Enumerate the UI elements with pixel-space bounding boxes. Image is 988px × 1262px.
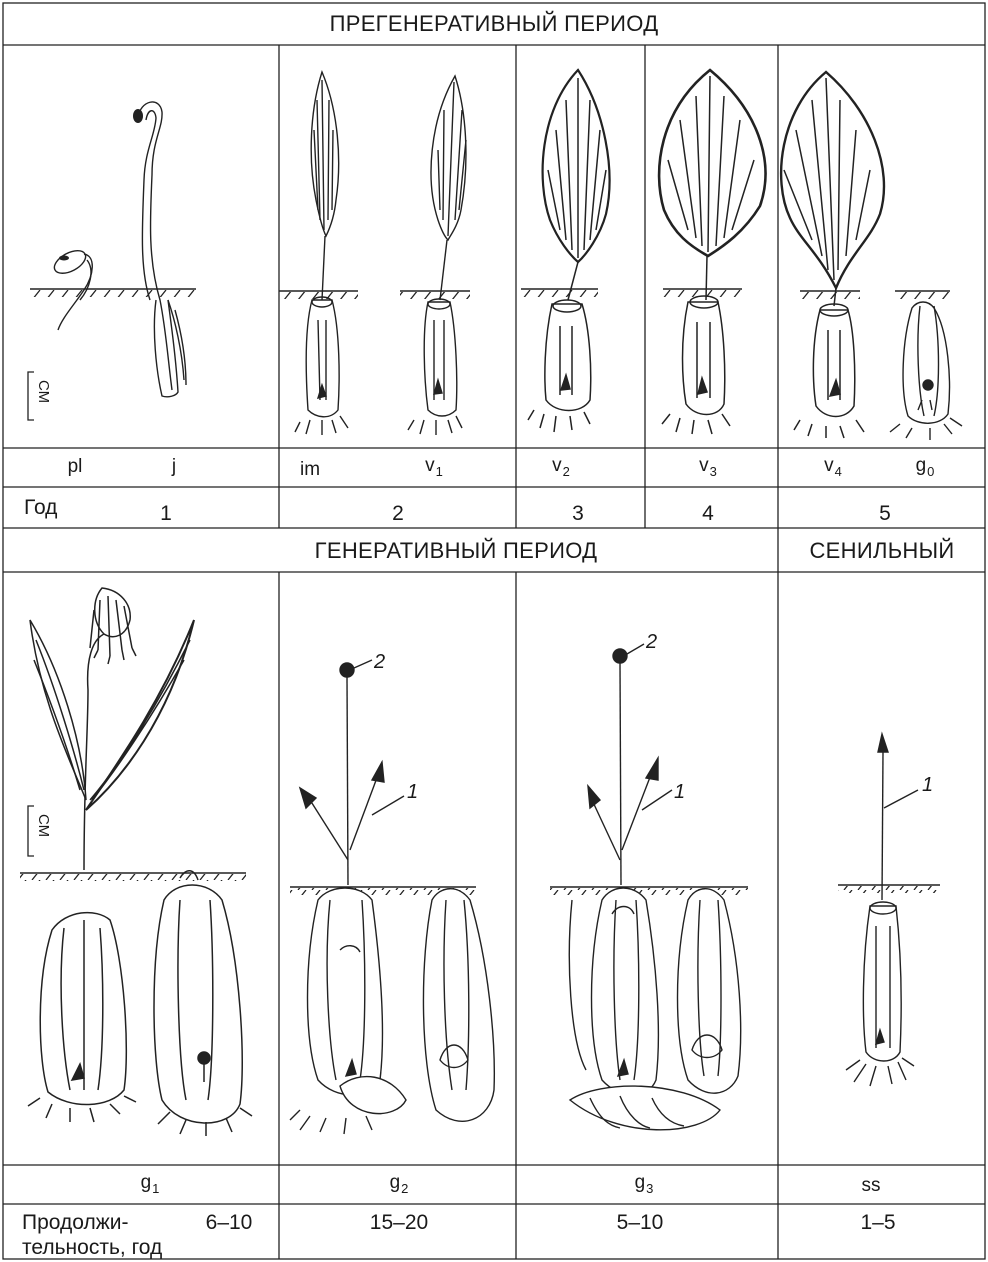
plant-im: [295, 72, 348, 435]
header-pregenerative: ПРЕГЕНЕРАТИВНЫЙ ПЕРИОД: [330, 13, 659, 35]
stage-label-pl: pl: [68, 457, 83, 476]
year-value-4: 4: [702, 503, 714, 524]
stage-label-im: im: [300, 460, 320, 479]
seedling-pl: [51, 246, 93, 330]
scale-bar-bottom: [28, 806, 34, 856]
plant-v3: [659, 70, 765, 434]
plant-v2: [528, 70, 610, 432]
year-value-1: 1: [160, 503, 172, 524]
annotation-1-ss: 1: [922, 775, 933, 795]
stage-label-v2: v2: [552, 456, 570, 475]
plant-g1: [28, 588, 252, 1136]
stage-label-v1: v1: [425, 456, 443, 475]
plant-g2: [290, 660, 494, 1134]
stage-label-j: j: [172, 457, 176, 476]
duration-value-ss: 1–5: [860, 1212, 895, 1233]
stage-label-g2: g2: [390, 1173, 409, 1192]
duration-value-g1: 6–10: [206, 1212, 253, 1233]
seedling-j: [133, 102, 186, 397]
duration-value-g3: 5–10: [617, 1212, 664, 1233]
annotation-2-g2: 2: [374, 652, 385, 672]
stage-label-g3: g3: [635, 1173, 654, 1192]
stage-label-g0: g0: [916, 456, 935, 475]
header-generative: ГЕНЕРАТИВНЫЙ ПЕРИОД: [315, 540, 598, 562]
plant-v4: [781, 72, 884, 438]
plant-g0: [890, 302, 962, 440]
year-value-2: 2: [392, 503, 404, 524]
duration-label-line1: Продолжи-: [22, 1212, 129, 1233]
scale-bar-top: [28, 372, 34, 420]
year-label: Год: [24, 497, 57, 518]
year-value-5: 5: [879, 503, 891, 524]
scale-label-top: СМ: [36, 380, 51, 403]
soil-lines-bottom: [20, 873, 940, 895]
annotation-2-g3: 2: [646, 632, 657, 652]
plant-ss: [846, 734, 918, 1086]
stage-label-v4: v4: [824, 456, 842, 475]
stage-label-g1: g1: [141, 1173, 160, 1192]
duration-value-g2: 15–20: [370, 1212, 428, 1233]
year-value-3: 3: [572, 503, 584, 524]
header-senile: СЕНИЛЬНЫЙ: [809, 540, 954, 562]
plant-v1: [408, 76, 466, 435]
stage-label-v3: v3: [699, 456, 717, 475]
scale-label-bottom: СМ: [36, 814, 51, 837]
duration-label-line2: тельность, год: [22, 1237, 162, 1258]
soil-lines-top: [30, 289, 950, 299]
annotation-1-g3: 1: [674, 782, 685, 802]
stage-label-ss: ss: [862, 1176, 881, 1195]
annotation-1-g2: 1: [407, 782, 418, 802]
